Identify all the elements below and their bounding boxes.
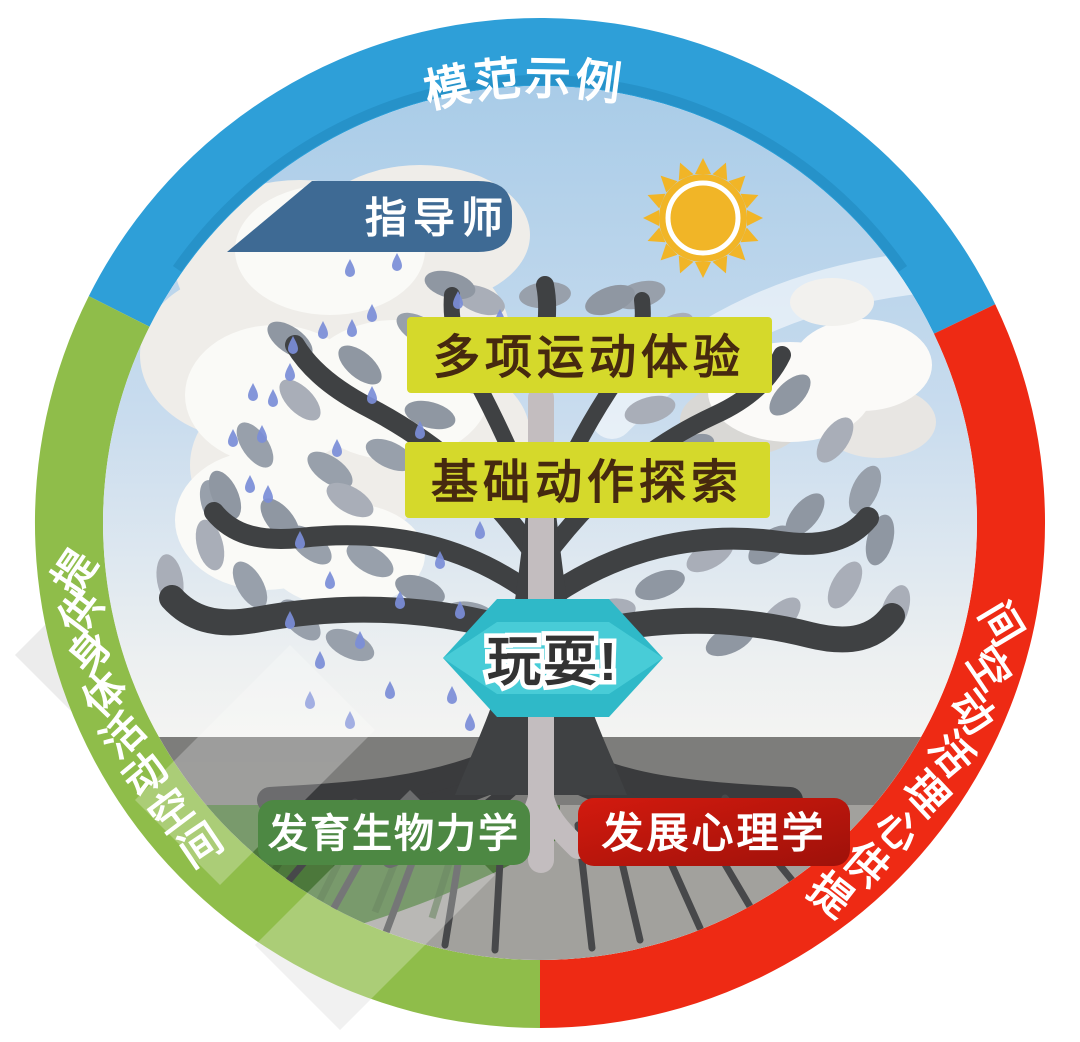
psychology-label: 发展心理学 (578, 798, 850, 866)
exploration-label: 基础动作探索 (405, 442, 770, 518)
psychology-text: 发展心理学 (601, 810, 826, 857)
ring-segment-right-red (540, 304, 1046, 1028)
sun-icon (643, 158, 763, 278)
biomechanics-label: 发育生物力学 (258, 800, 530, 865)
experience-text: 多项运动体验 (433, 331, 745, 384)
exploration-text: 基础动作探索 (431, 456, 743, 509)
arc-top-char: 范 (472, 52, 523, 108)
arc-top-char: 例 (572, 53, 624, 111)
play-hexagon: 玩耍! (443, 599, 663, 717)
ring-segment-left-green (34, 296, 540, 1029)
arc-top-char: 模 (420, 57, 476, 117)
arc-title-top: 模 范 示 例 (420, 52, 625, 118)
biomechanics-text: 发育生物力学 (268, 812, 520, 856)
arc-top-char: 示 (524, 52, 571, 105)
ring-inner-shade (173, 75, 907, 272)
instructor-label: 指导师 (227, 181, 512, 252)
experience-label: 多项运动体验 (407, 317, 772, 393)
outer-ring (34, 17, 1046, 1029)
instructor-text: 指导师 (365, 195, 509, 242)
ring-segment-top-blue (88, 17, 996, 334)
play-label: 玩耍! (487, 632, 619, 692)
